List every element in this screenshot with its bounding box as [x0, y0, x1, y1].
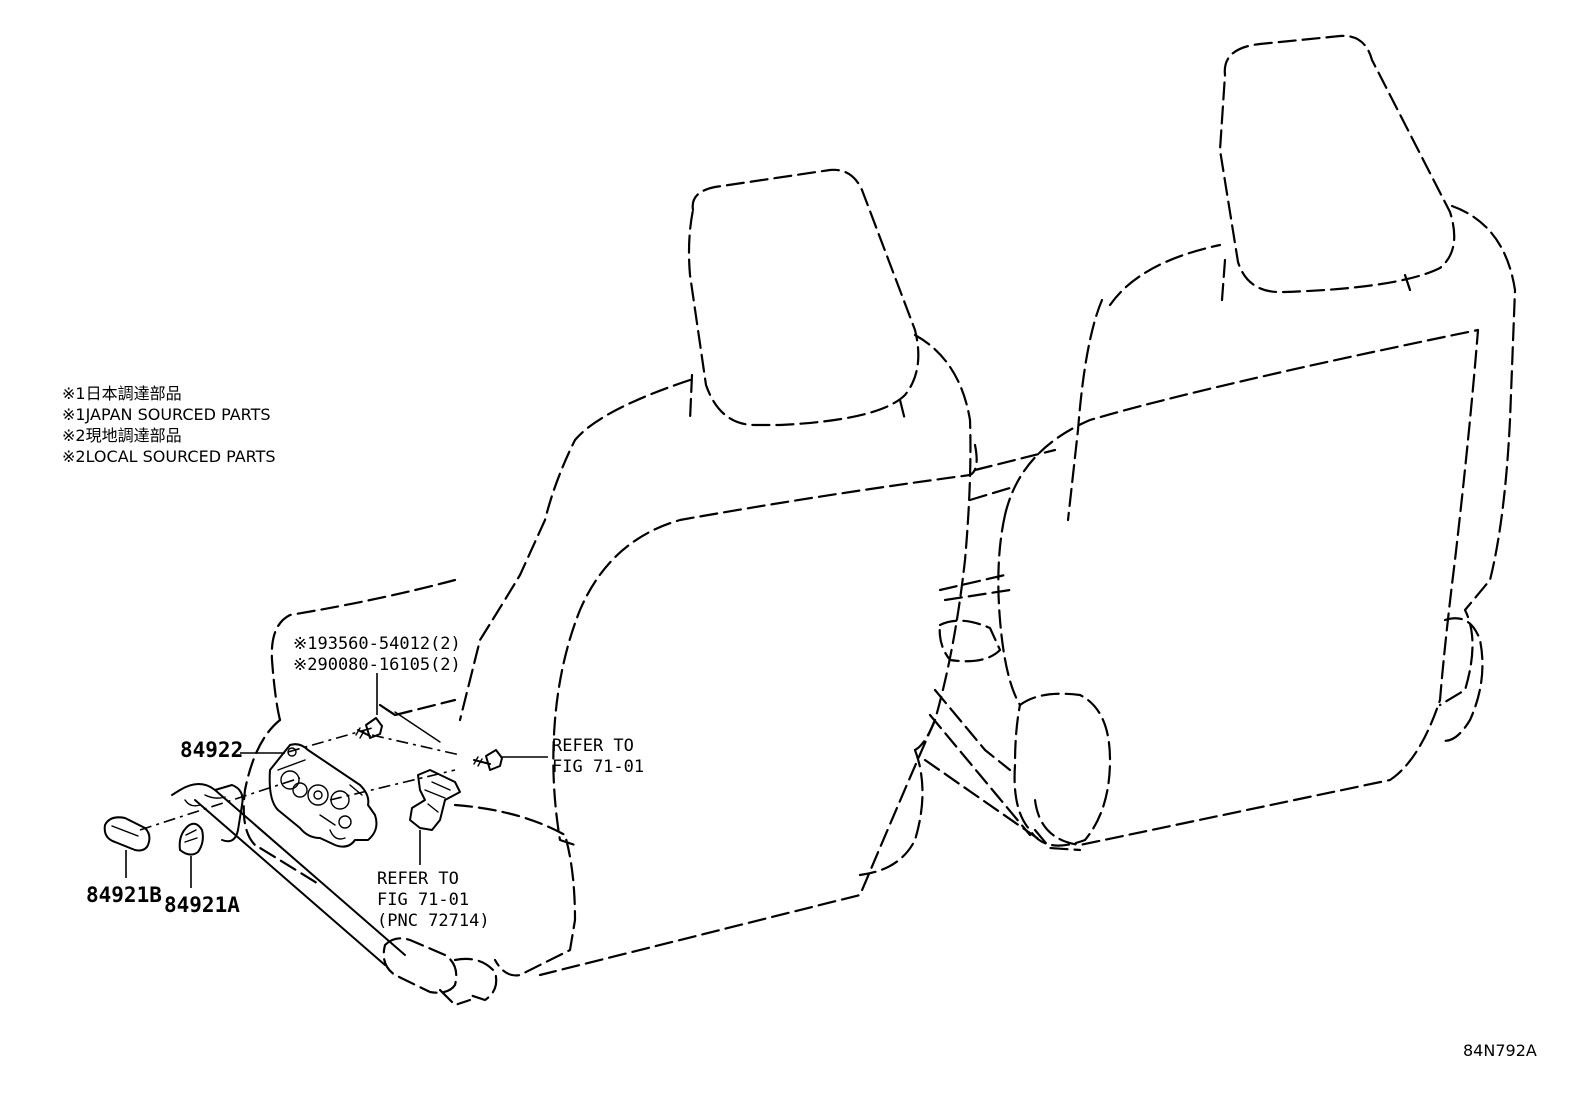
- knob-84921b: [103, 816, 151, 852]
- part-label-84921a: 84921A: [164, 893, 240, 917]
- seat-bracket: [409, 769, 461, 831]
- knob-84921a: [178, 822, 204, 856]
- legend: ※1日本調達部品 ※1JAPAN SOURCED PARTS ※2現地調達部品 …: [62, 383, 276, 467]
- left-seat-outline: [194, 168, 978, 1007]
- alignment-line-bolt: [371, 734, 461, 756]
- legend-local-en: ※2LOCAL SOURCED PARTS: [62, 447, 276, 466]
- legend-japan-jp: ※1日本調達部品: [62, 384, 182, 403]
- bolt-right: [473, 749, 503, 771]
- legend-japan-en: ※1JAPAN SOURCED PARTS: [62, 405, 271, 424]
- refer-note-right: REFER TO FIG 71-01: [552, 736, 644, 778]
- alignment-line-switch: [287, 727, 373, 753]
- right-seat-outline: [997, 34, 1517, 852]
- bolt-callout: ※193560-54012(2) ※290080-16105(2): [293, 634, 461, 676]
- bolt-upper: [355, 717, 383, 739]
- alignment-line-knob: [139, 777, 301, 831]
- illustration-code: 84N792A: [1463, 1041, 1537, 1060]
- bolt-part-local: ※290080-16105(2): [293, 655, 461, 675]
- refer-bottom-line1: REFER TO: [377, 869, 459, 889]
- part-label-84921b: 84921B: [86, 883, 162, 907]
- refer-right-line2: FIG 71-01: [552, 757, 645, 777]
- refer-note-bottom: REFER TO FIG 71-01 (PNC 72714): [377, 869, 490, 932]
- refer-right-line1: REFER TO: [552, 736, 634, 756]
- part-label-84922: 84922: [180, 738, 244, 762]
- bolt-part-japan: ※193560-54012(2): [293, 634, 461, 654]
- legend-local-jp: ※2現地調達部品: [62, 426, 182, 445]
- seat-switch-assy-84922: [268, 743, 378, 848]
- seat-frame: [923, 448, 1057, 842]
- side-trim-cover: [171, 783, 244, 843]
- refer-bottom-line2: FIG 71-01: [377, 890, 470, 910]
- refer-bottom-line3: (PNC 72714): [377, 911, 490, 931]
- alignment-line-bracket: [329, 769, 456, 801]
